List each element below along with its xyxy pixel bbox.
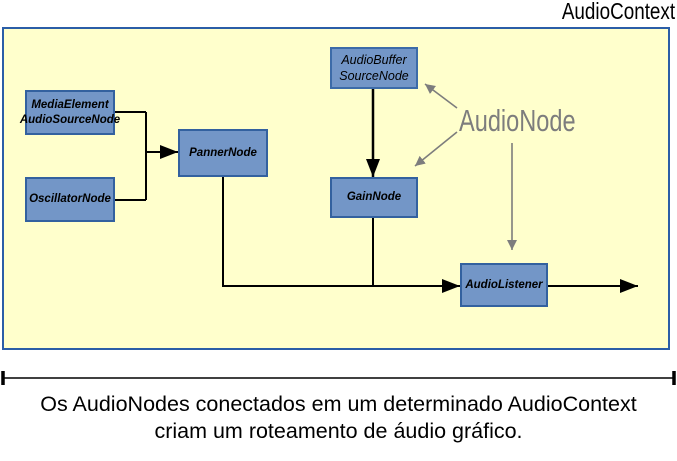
node-oscillator: OscillatorNode — [25, 177, 115, 222]
node-panner: PannerNode — [178, 129, 268, 177]
audionode-label: AudioNode — [459, 103, 576, 138]
node-gain: GainNode — [330, 177, 418, 218]
audiocontext-label: AudioContext — [561, 0, 675, 24]
caption: Os AudioNodes conectados em um determina… — [40, 392, 637, 443]
node-media-element-audio-source: MediaElement AudioSourceNode — [20, 90, 120, 135]
node-audio-buffer-source: AudioBuffer SourceNode — [330, 47, 418, 89]
node-audio-listener: AudioListener — [460, 263, 548, 307]
